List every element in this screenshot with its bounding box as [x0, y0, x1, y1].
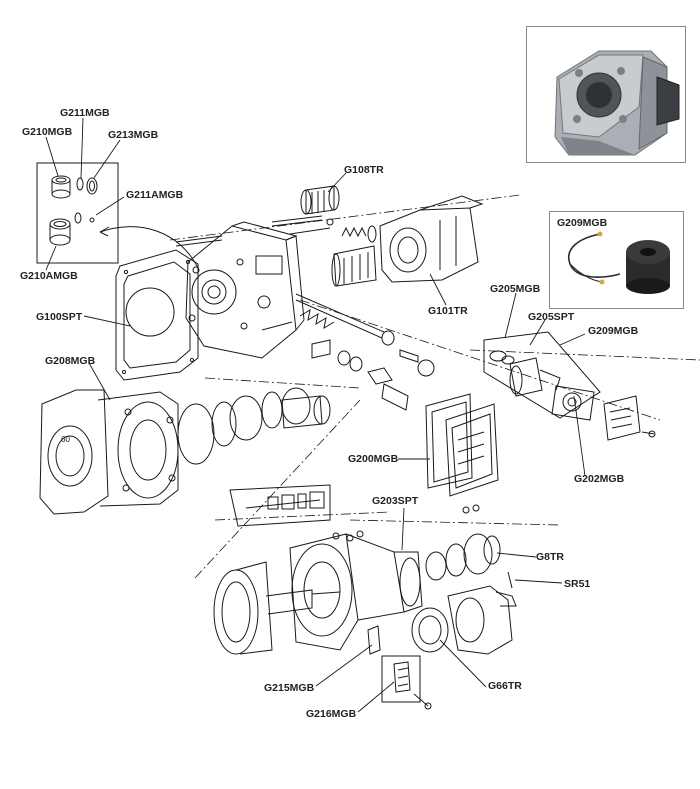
plug-box-g216mgb [367, 625, 432, 710]
label-g108tr: G108TR [344, 164, 384, 176]
bush-g210amgb [49, 218, 71, 246]
label-g208mgb: G208MGB [45, 355, 96, 367]
part-g108tr [300, 185, 340, 215]
label-g205mgb: G205MGB [490, 283, 541, 295]
label-g211mgb: G211MGB [60, 107, 110, 119]
solenoid-illustration [567, 231, 670, 294]
centre-lines [169, 194, 700, 579]
cover-plate [603, 395, 656, 441]
label-g209mgb-inset: G209MGB [557, 217, 608, 229]
valve-block-g200mgb [425, 393, 499, 512]
overdrive-photo [554, 50, 680, 156]
operating-shaft [295, 293, 435, 411]
rear-housing-g203spt [289, 506, 501, 651]
solenoid-inset-frame [549, 211, 684, 309]
label-g211amgb: G211AMGB [126, 189, 184, 201]
label-g100spt: G100SPT [36, 311, 83, 323]
annulus-output-shaft [213, 561, 341, 655]
rear-casing-g66tr [411, 571, 517, 655]
label-g200mgb: G200MGB [348, 453, 399, 465]
gasket-g100spt [115, 249, 199, 381]
main-housing [185, 221, 305, 359]
small-parts-box [36, 162, 119, 264]
spring-assembly [341, 225, 377, 243]
label-g210amgb: G210AMGB [20, 270, 78, 282]
label-g8tr: G8TR [536, 551, 565, 563]
part-number-60: 60 [61, 435, 70, 444]
label-g213mgb: G213MGB [108, 129, 159, 141]
label-g215mgb: G215MGB [264, 682, 315, 694]
pins-and-studs [175, 215, 334, 247]
leader-lines [45, 117, 586, 713]
label-g210mgb: G210MGB [22, 126, 73, 138]
label-g66tr: G66TR [488, 680, 522, 692]
bush-g210mgb [51, 175, 71, 199]
pump-body-g101tr [331, 195, 484, 287]
label-g203spt: G203SPT [372, 495, 419, 507]
pointer-arrowhead [99, 226, 110, 237]
label-g205spt: G205SPT [528, 311, 575, 323]
solenoid-assembly-box [483, 331, 601, 421]
ring-g211amgb [74, 212, 95, 224]
ring-g211mgb [76, 177, 84, 191]
label-g101tr: G101TR [428, 305, 468, 317]
washer-g213mgb [86, 177, 98, 195]
valve-parts-box [229, 484, 331, 527]
clutch-assembly-g208mgb [39, 387, 331, 515]
label-sr51: SR51 [564, 578, 591, 590]
valve-parts [245, 491, 325, 510]
pointer-curve [99, 226, 199, 269]
label-g216mgb: G216MGB [306, 708, 357, 720]
label-g209mgb: G209MGB [588, 325, 639, 337]
label-g202mgb: G202MGB [574, 473, 625, 485]
overdrive-photo-frame [526, 26, 686, 163]
